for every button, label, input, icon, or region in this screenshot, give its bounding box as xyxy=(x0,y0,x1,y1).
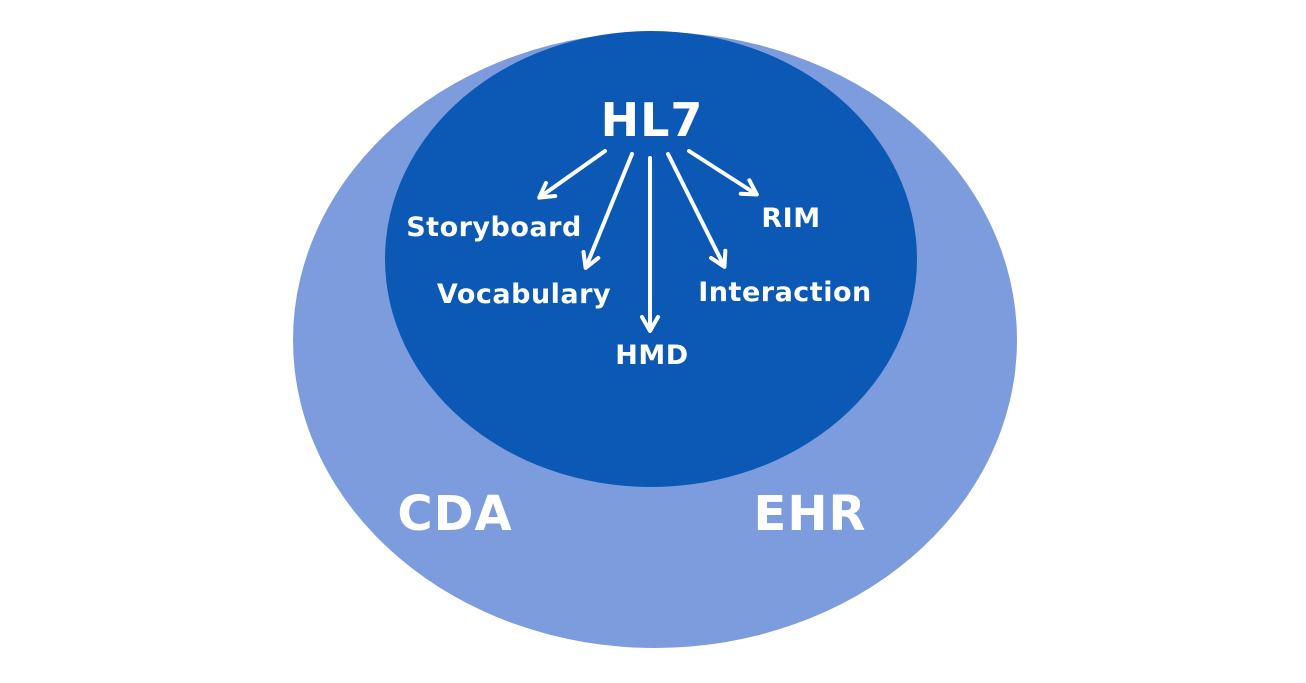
hmd-label: HMD xyxy=(615,340,688,371)
interaction-label: Interaction xyxy=(698,277,871,308)
rim-label: RIM xyxy=(761,203,820,234)
hl7-arrows xyxy=(537,149,759,333)
arrow-to-storyboard xyxy=(537,149,607,200)
storyboard-label: Storyboard xyxy=(406,212,582,243)
cda-label: CDA xyxy=(397,486,512,542)
hl7-title: HL7 xyxy=(601,93,704,147)
arrow-to-interaction xyxy=(666,152,728,269)
ehr-label: EHR xyxy=(754,486,867,542)
vocabulary-label: Vocabulary xyxy=(437,279,611,310)
arrow-to-rim xyxy=(687,149,759,197)
arrow-to-vocabulary xyxy=(581,152,634,270)
